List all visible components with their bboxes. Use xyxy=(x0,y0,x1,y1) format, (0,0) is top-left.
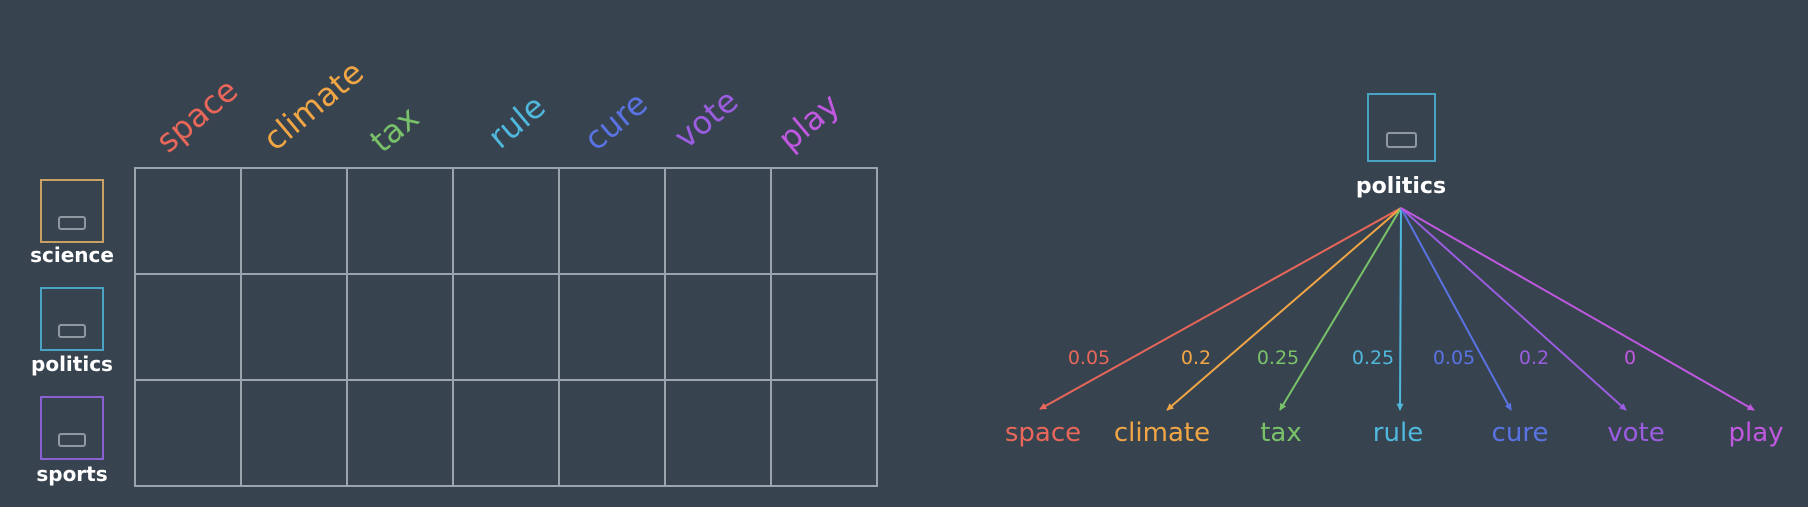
sports-box-icon xyxy=(40,396,104,460)
column-header-vote: vote xyxy=(667,82,746,157)
column-header-space: space xyxy=(149,71,245,160)
column-header-play: play xyxy=(771,85,847,158)
probability-vote: 0.2 xyxy=(1519,347,1549,369)
topic-label-politics: politics xyxy=(31,352,113,376)
topic-sports: sports xyxy=(36,396,108,486)
arrow-to-space xyxy=(1039,207,1402,410)
column-header-cure: cure xyxy=(577,84,655,158)
topic-label-science: science xyxy=(30,243,114,267)
politics-root-slot-icon xyxy=(1386,132,1417,148)
matrix-border xyxy=(134,167,878,487)
probability-tax: 0.25 xyxy=(1257,347,1299,369)
probability-rule: 0.25 xyxy=(1352,347,1394,369)
politics-slot-icon xyxy=(58,324,86,338)
topic-word-matrix xyxy=(134,167,878,487)
leaf-word-climate: climate xyxy=(1114,418,1210,448)
leaf-word-cure: cure xyxy=(1492,418,1549,448)
leaf-word-rule: rule xyxy=(1373,418,1423,448)
leaf-word-play: play xyxy=(1728,418,1783,448)
leaf-word-space: space xyxy=(1005,418,1081,448)
matrix-row-headers: science politics sports xyxy=(30,179,114,486)
leaf-word-vote: vote xyxy=(1607,418,1664,448)
tree-probability-labels: 0.05 0.2 0.25 0.25 0.05 0.2 0 xyxy=(1068,347,1636,369)
tree-root-label: politics xyxy=(1356,174,1446,199)
arrow-to-tax xyxy=(1279,207,1402,411)
tree-leaf-labels: space climate tax rule cure vote play xyxy=(1005,418,1784,448)
topic-politics: politics xyxy=(31,287,113,376)
column-header-climate: climate xyxy=(256,53,371,158)
politics-box-icon xyxy=(40,287,104,351)
probability-climate: 0.2 xyxy=(1181,347,1211,369)
science-slot-icon xyxy=(58,216,86,230)
sports-slot-icon xyxy=(58,433,86,447)
arrow-to-play xyxy=(1400,207,1755,411)
probability-play: 0 xyxy=(1624,347,1636,369)
probability-space: 0.05 xyxy=(1068,347,1110,369)
tree-arrows xyxy=(1039,207,1755,411)
politics-distribution-tree: politics 0.05 0.2 0.25 0.25 0.05 0.2 0 s… xyxy=(1005,93,1784,448)
arrow-to-climate xyxy=(1166,207,1402,411)
matrix-grid-lines xyxy=(135,168,877,486)
arrow-to-cure xyxy=(1400,207,1512,411)
science-box-icon xyxy=(40,179,104,243)
politics-root-box-icon xyxy=(1367,93,1436,162)
topic-label-sports: sports xyxy=(36,462,107,486)
matrix-column-headers: space climate tax rule cure vote play xyxy=(149,53,847,160)
arrow-to-rule xyxy=(1396,207,1404,411)
column-header-tax: tax xyxy=(363,98,427,160)
probability-cure: 0.05 xyxy=(1433,347,1475,369)
arrow-to-vote xyxy=(1400,207,1627,411)
topic-science: science xyxy=(30,179,114,267)
leaf-word-tax: tax xyxy=(1260,418,1302,448)
column-header-rule: rule xyxy=(481,87,553,156)
